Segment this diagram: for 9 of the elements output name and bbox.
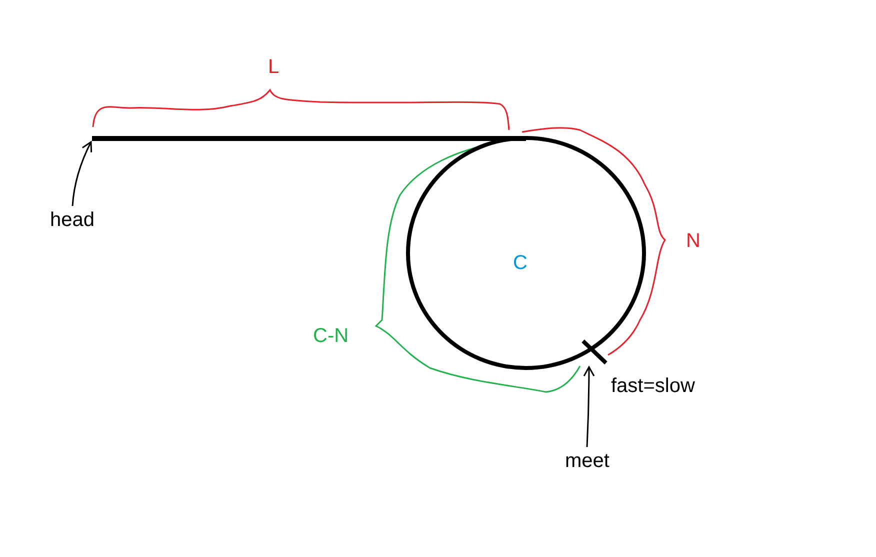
pointer-label: meet [565, 450, 610, 472]
circle-label: C [513, 252, 528, 274]
leader-arrow [583, 366, 595, 448]
length-label: L [268, 56, 280, 78]
length-label: C-N [313, 325, 349, 347]
leader-arrow [72, 141, 92, 206]
length-label: N [686, 230, 700, 252]
condition-label: fast=slow [611, 375, 695, 397]
pointer-label: head [50, 209, 94, 231]
